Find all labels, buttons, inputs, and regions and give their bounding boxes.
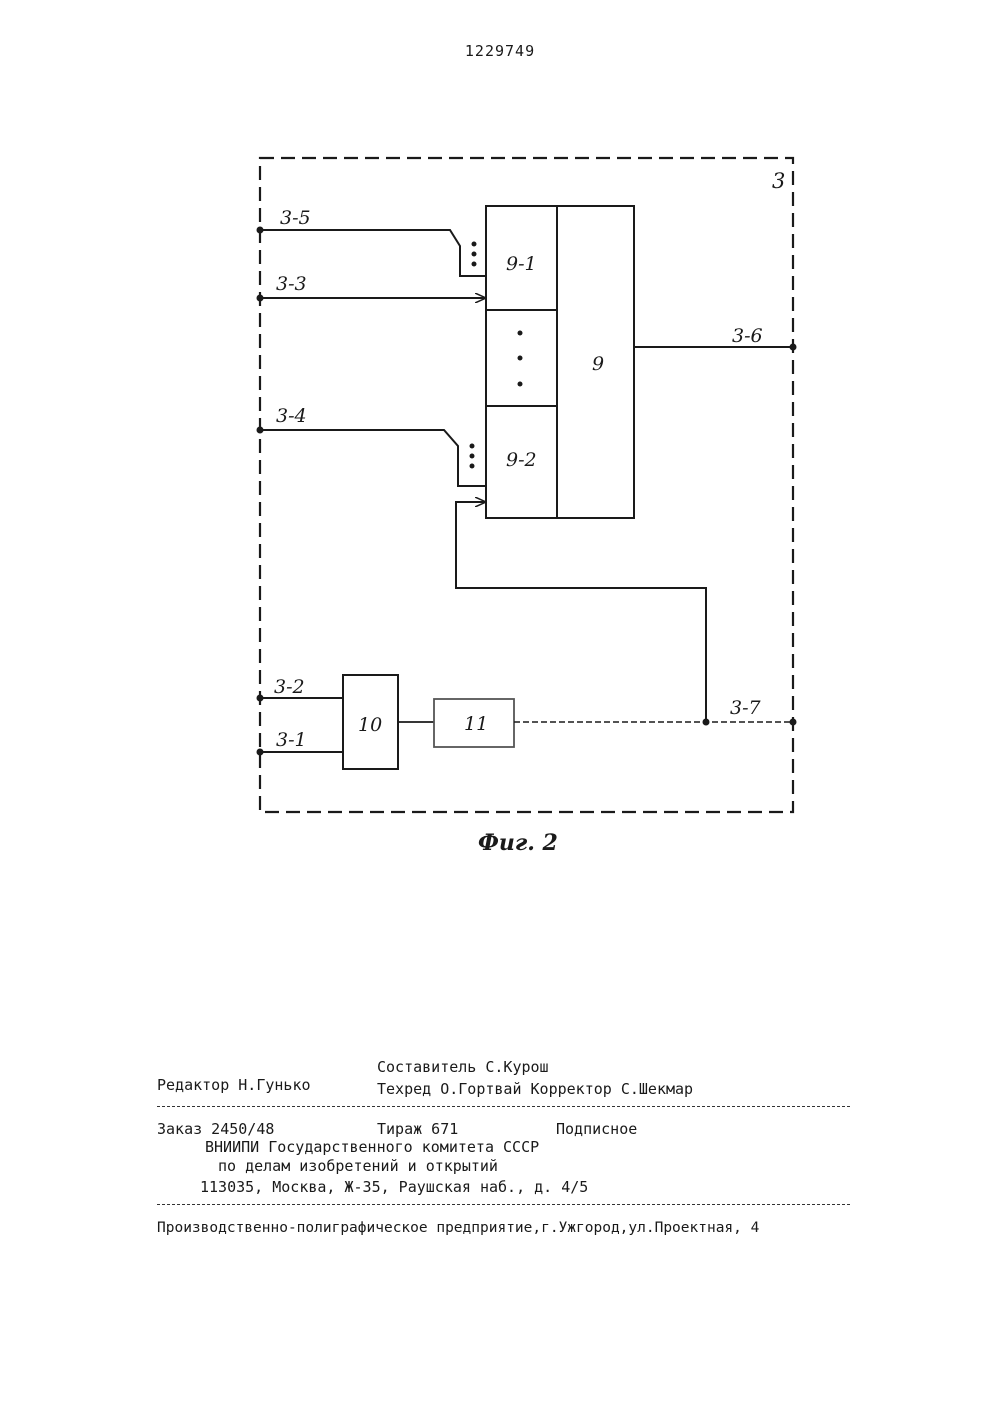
block-3-label: 3 xyxy=(772,169,785,193)
printer: Производственно-полиграфическое предприя… xyxy=(157,1220,759,1236)
ellipsis-dot xyxy=(518,382,523,387)
port-3-2-label: 3-2 xyxy=(274,676,305,698)
block-9-1-label: 9-1 xyxy=(506,253,537,275)
divider xyxy=(157,1106,850,1107)
subscription: Подписное xyxy=(556,1120,637,1138)
junction-dot xyxy=(703,719,710,726)
port-3-6-label: 3-6 xyxy=(732,325,763,347)
org-line-1: ВНИИПИ Государственного комитета СССР xyxy=(205,1138,539,1156)
port-3-3-label: 3-3 xyxy=(276,273,307,295)
org-line-3: 113035, Москва, Ж-35, Раушская наб., д. … xyxy=(200,1178,588,1196)
divider xyxy=(157,1204,850,1205)
block-10-label: 10 xyxy=(358,714,382,736)
bus-3-4 xyxy=(260,430,486,486)
ellipsis-dot xyxy=(518,356,523,361)
port-3-7-label: 3-7 xyxy=(730,697,762,719)
bus-dot xyxy=(470,454,475,459)
editor: Редактор Н.Гунько xyxy=(157,1076,311,1094)
ellipsis-dot xyxy=(518,331,523,336)
block-11-label: 11 xyxy=(464,713,488,735)
circulation: Тираж 671 xyxy=(377,1120,458,1138)
compiler: Составитель С.Курош xyxy=(377,1058,549,1076)
bus-dot xyxy=(470,464,475,469)
bus-dot xyxy=(472,242,477,247)
org-line-2: по делам изобретений и открытий xyxy=(218,1157,498,1175)
bus-3-5 xyxy=(260,230,486,276)
order: Заказ 2450/48 xyxy=(157,1120,274,1138)
block-9-label: 9 xyxy=(592,353,604,375)
port-3-7-terminal xyxy=(790,719,797,726)
port-3-1-label: 3-1 xyxy=(276,729,307,751)
bus-dot xyxy=(472,262,477,267)
block-9-2-label: 9-2 xyxy=(506,449,537,471)
bus-dot xyxy=(470,444,475,449)
feedback-line xyxy=(456,502,706,720)
port-3-5-label: 3-5 xyxy=(280,207,311,229)
port-3-4-label: 3-4 xyxy=(276,405,307,427)
bus-dot xyxy=(472,252,477,257)
port-3-6-terminal xyxy=(790,344,797,351)
techred-corrector: Техред О.Гортвай Корректор С.Шекмар xyxy=(377,1080,693,1098)
figure-caption: Фиг. 2 xyxy=(478,830,558,856)
block-diagram: 3 9-1 9-2 9 3-5 3-3 3-4 3-6 10 3-2 3-1 1… xyxy=(0,0,1000,900)
